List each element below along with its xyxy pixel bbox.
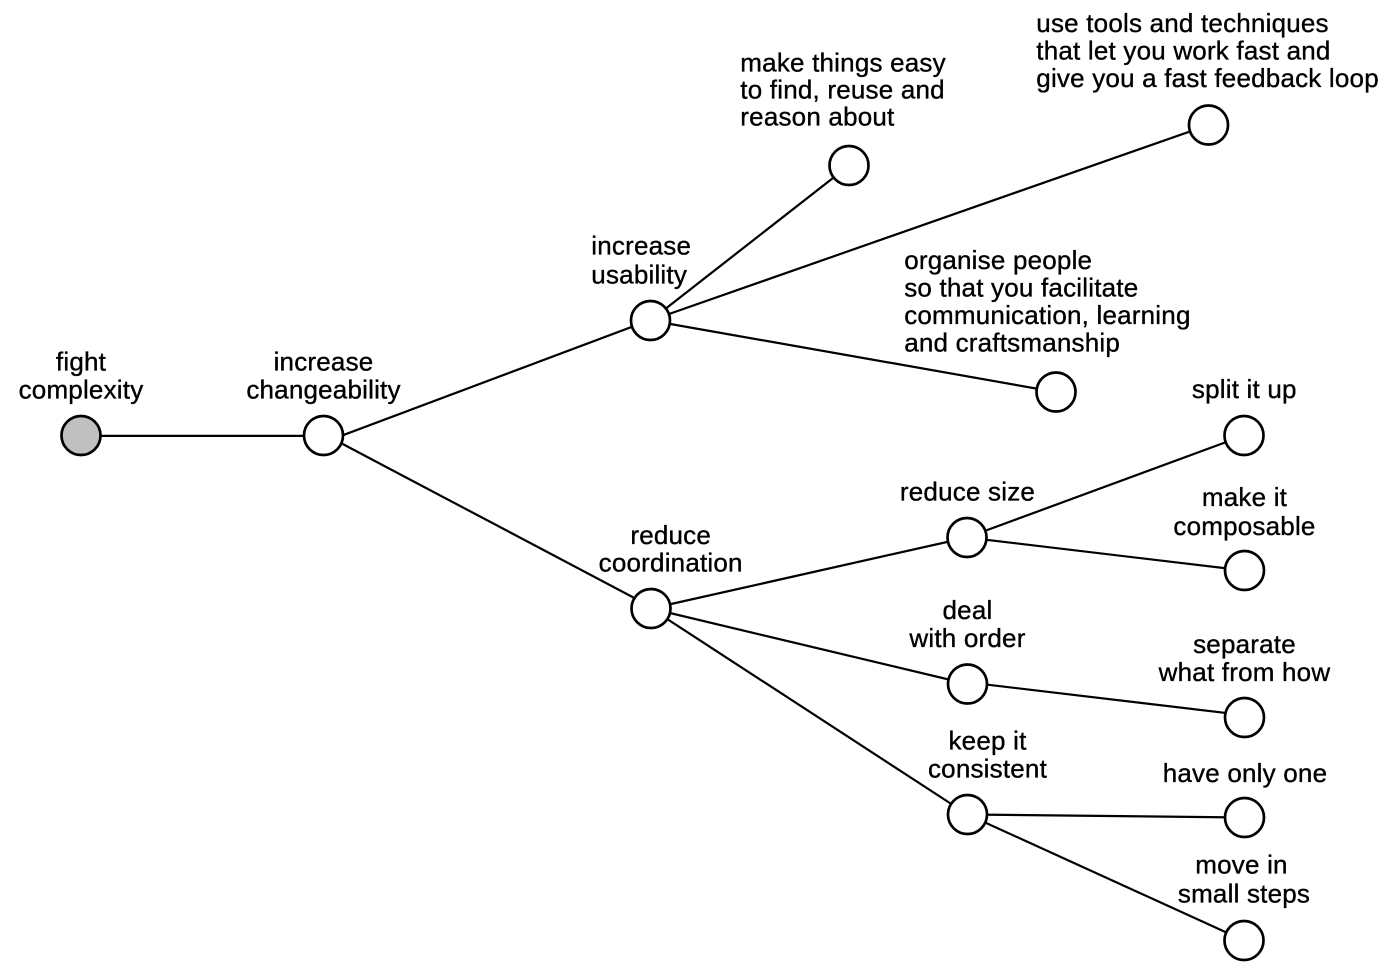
svg-text:use tools and techniques: use tools and techniques xyxy=(1036,8,1328,38)
svg-text:consistent: consistent xyxy=(928,754,1048,784)
svg-text:split it up: split it up xyxy=(1192,374,1297,404)
svg-text:communication, learning: communication, learning xyxy=(904,300,1190,330)
svg-text:deal: deal xyxy=(943,595,993,625)
svg-text:make things easy: make things easy xyxy=(740,48,946,78)
svg-text:fight: fight xyxy=(56,346,107,376)
svg-text:complexity: complexity xyxy=(19,375,144,405)
svg-text:to find, reuse and: to find, reuse and xyxy=(740,75,945,105)
svg-text:reason about: reason about xyxy=(740,102,895,132)
svg-text:composable: composable xyxy=(1173,511,1315,541)
svg-text:with order: with order xyxy=(908,623,1025,653)
svg-text:and craftsmanship: and craftsmanship xyxy=(904,328,1120,358)
svg-text:keep it: keep it xyxy=(948,726,1027,756)
svg-text:what from how: what from how xyxy=(1158,657,1331,687)
svg-text:coordination: coordination xyxy=(599,548,743,578)
svg-text:small steps: small steps xyxy=(1178,879,1310,909)
svg-text:increase: increase xyxy=(274,346,374,376)
svg-text:separate: separate xyxy=(1193,629,1296,659)
svg-text:increase: increase xyxy=(591,231,691,261)
svg-text:reduce size: reduce size xyxy=(900,477,1035,507)
svg-text:organise people: organise people xyxy=(904,245,1092,275)
svg-text:move in: move in xyxy=(1195,850,1287,880)
svg-text:give you a fast feedback loop: give you a fast feedback loop xyxy=(1036,63,1379,93)
svg-text:have only one: have only one xyxy=(1163,758,1328,788)
svg-text:changeability: changeability xyxy=(246,375,400,405)
svg-text:that let you work fast and: that let you work fast and xyxy=(1036,36,1330,66)
svg-text:usability: usability xyxy=(591,260,687,290)
svg-text:reduce: reduce xyxy=(630,520,711,550)
svg-text:make it: make it xyxy=(1202,482,1288,512)
svg-text:so that you facilitate: so that you facilitate xyxy=(904,273,1138,303)
